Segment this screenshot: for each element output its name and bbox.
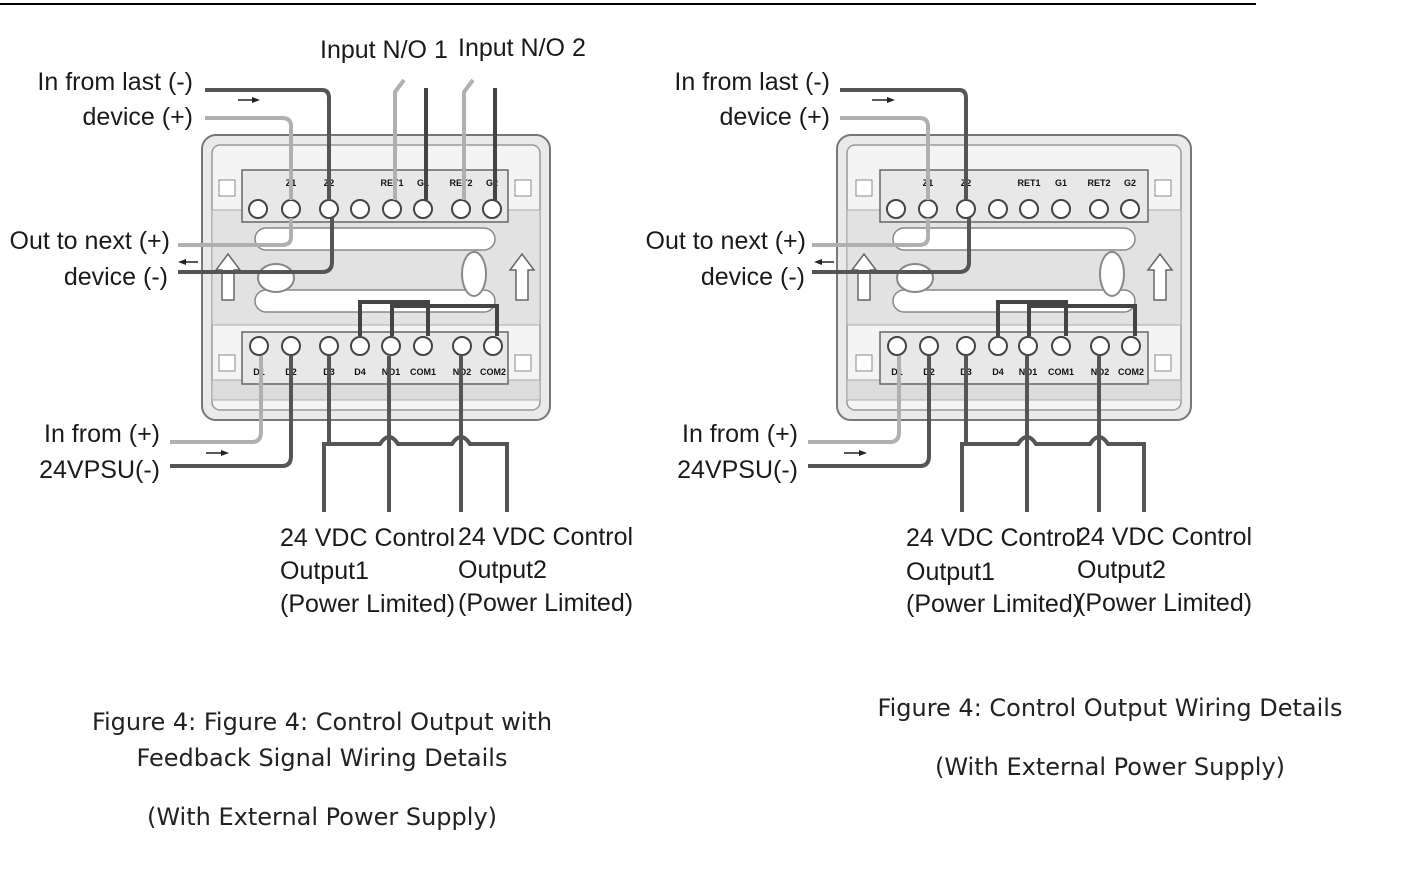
label-in-from-plus: In from (+) [44,420,160,448]
wires-left [170,78,509,512]
output2-line3: (Power Limited) [1077,589,1252,617]
arrows-left [178,97,260,456]
terminal-label: RET1 [380,178,403,188]
bottom-screws-right [887,336,1141,356]
terminal-label: COM2 [1118,367,1144,377]
terminal-label: D4 [354,367,366,377]
output2-line2: Output2 [1077,556,1166,584]
terminal-label: G2 [486,178,498,188]
caption-right-line1: Figure 4: Control Output Wiring Details [878,694,1343,722]
caption-left-line1: Figure 4: Figure 4: Control Output with [92,708,552,736]
terminal-label: D4 [992,367,1004,377]
label-device-plus: device (+) [83,103,193,131]
output1-line1: 24 VDC Control [906,524,1081,552]
label-in-from-last: In from last (-) [674,68,830,96]
terminal-label: RET2 [1087,178,1110,188]
caption-left-line3: (With External Power Supply) [147,803,497,831]
terminal-label: COM1 [1048,367,1074,377]
wires-right [808,88,1146,512]
caption-left-line2: Feedback Signal Wiring Details [137,744,508,772]
figure-left: Z1 Z2 RET1 G1 RET2 G2 D1 D2 D3 D4 NO1 CO… [10,34,634,831]
terminal-label: G2 [1124,178,1136,188]
label-input-no2: Input N/O 2 [458,34,586,62]
output2-line1: 24 VDC Control [458,523,633,551]
figure-right: Z1 Z2 RET1 G1 RET2 G2 D1 D2 D3 D4 NO1 CO… [646,68,1343,781]
output1-line1: 24 VDC Control [280,524,455,552]
base-plate-right [836,134,1192,421]
terminal-label: RET2 [449,178,472,188]
label-24vpsu: 24VPSU(-) [677,456,798,484]
terminal-label: COM1 [410,367,436,377]
terminal-label: G1 [1055,178,1067,188]
label-out-to-next: Out to next (+) [10,227,171,255]
label-24vpsu: 24VPSU(-) [39,456,160,484]
output2-line3: (Power Limited) [458,589,633,617]
output2-line2: Output2 [458,556,547,584]
terminal-label: COM2 [480,367,506,377]
output1-line3: (Power Limited) [280,590,455,618]
terminal-label: RET1 [1017,178,1040,188]
arrows-right [814,97,895,456]
label-device-plus: device (+) [720,103,830,131]
bottom-screws-left [249,336,503,356]
label-device-minus: device (-) [64,263,168,291]
top-screws-right [886,199,1140,219]
terminal-label: G1 [417,178,429,188]
output1-line2: Output1 [280,557,369,585]
output1-line2: Output1 [906,558,995,586]
label-in-from-last: In from last (-) [37,68,193,96]
label-out-to-next: Out to next (+) [646,227,807,255]
label-device-minus: device (-) [701,263,805,291]
label-input-no1: Input N/O 1 [320,36,448,64]
caption-right-line2: (With External Power Supply) [935,753,1285,781]
output2-line1: 24 VDC Control [1077,523,1252,551]
output1-line3: (Power Limited) [906,590,1081,618]
top-screws-left [248,199,502,219]
label-in-from-plus: In from (+) [682,420,798,448]
